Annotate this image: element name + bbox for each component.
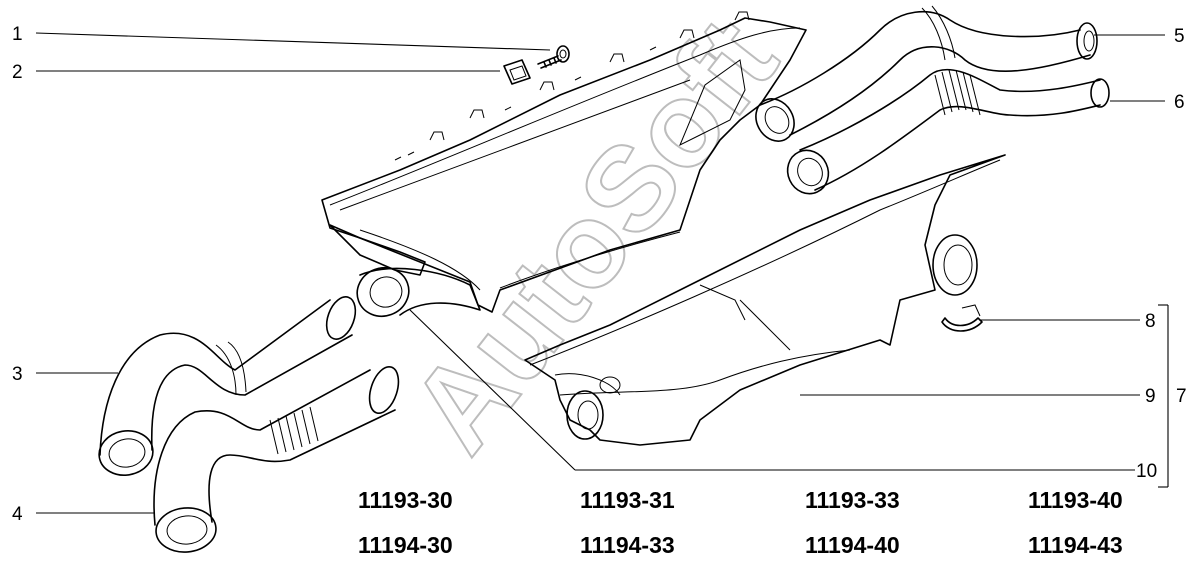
model-code: 11193-40 <box>1028 487 1123 513</box>
callout-2: 2 <box>12 62 23 83</box>
lower-air-duct <box>524 154 1006 446</box>
part-2-clip <box>503 59 531 85</box>
model-code: 11194-30 <box>358 532 453 558</box>
callout-1: 1 <box>12 24 23 45</box>
callout-6: 6 <box>1174 92 1185 113</box>
model-code: 11193-31 <box>580 487 675 513</box>
model-code: 11193-33 <box>805 487 900 513</box>
leader-lines <box>35 32 1169 514</box>
model-codes: 11193-30 11193-31 11193-33 11193-40 1119… <box>358 487 1123 558</box>
callout-5: 5 <box>1174 26 1185 47</box>
model-code: 11193-30 <box>358 487 453 513</box>
part-6-hose <box>786 68 1110 195</box>
part-5-hose <box>755 5 1098 142</box>
upper-air-duct <box>321 11 807 313</box>
left-duct-outlet <box>356 266 481 318</box>
callout-7: 7 <box>1176 386 1187 407</box>
callout-labels: 1 2 3 4 5 6 8 9 7 10 <box>12 24 1187 525</box>
callout-8: 8 <box>1145 311 1156 332</box>
callout-4: 4 <box>12 504 23 525</box>
model-code: 11194-40 <box>805 532 900 558</box>
callout-3: 3 <box>12 364 23 385</box>
model-code: 11194-43 <box>1028 532 1123 558</box>
callout-9: 9 <box>1145 386 1156 407</box>
part-8-clip <box>941 304 983 332</box>
model-code: 11194-33 <box>580 532 675 558</box>
part-4-hose <box>153 366 400 553</box>
callout-10: 10 <box>1136 461 1157 482</box>
part-1-screw <box>537 45 570 69</box>
part-3-hose <box>98 296 357 476</box>
